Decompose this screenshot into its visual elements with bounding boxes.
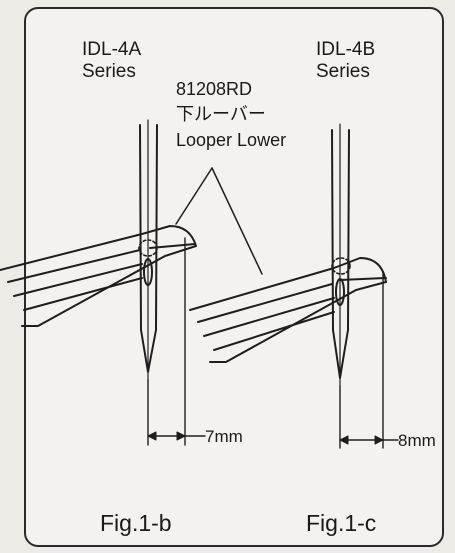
left-looper [0, 225, 197, 327]
part-name-en: Looper Lower [176, 130, 287, 150]
part-leader-lines [175, 167, 263, 275]
right-series-title: IDL-4B [316, 39, 376, 60]
right-figure-caption: Fig.1-c [306, 510, 377, 536]
left-needle [138, 119, 158, 381]
right-dimension [339, 271, 399, 449]
part-code: 81208RD [176, 79, 253, 99]
left-dimension-label: 7mm [205, 427, 243, 446]
part-name-jp: 下ルーバー [176, 104, 266, 124]
right-needle [331, 123, 351, 387]
right-looper [189, 257, 387, 363]
right-series-sub: Series [316, 61, 370, 82]
left-series-sub: Series [82, 61, 136, 82]
right-dimension-label: 8mm [398, 431, 436, 450]
left-figure-caption: Fig.1-b [100, 510, 172, 536]
left-dimension [147, 237, 206, 446]
left-series-title: IDL-4A [82, 39, 142, 60]
